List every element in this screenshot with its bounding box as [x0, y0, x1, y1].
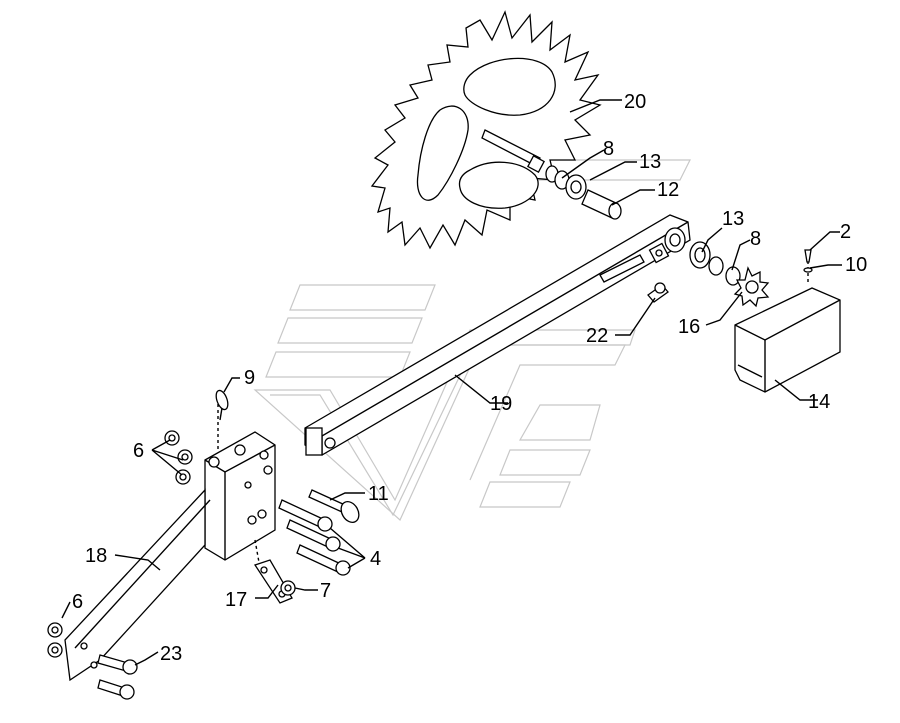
callout-22: 22	[586, 325, 608, 347]
leader-lines	[61, 99, 842, 666]
callout-18: 18	[85, 545, 107, 567]
fasteners-lower	[47, 622, 138, 700]
plate-part-17	[253, 539, 296, 604]
callout-19: 19	[490, 393, 512, 415]
callout-20: 20	[624, 91, 646, 113]
pin-part-11	[308, 489, 360, 523]
bracket-part-18	[64, 398, 276, 682]
callout-6-lower: 6	[72, 591, 83, 613]
callout-11: 11	[368, 483, 389, 505]
pin-part-9	[215, 389, 229, 421]
callout-7: 7	[320, 580, 331, 602]
callout-8-upper: 8	[603, 138, 614, 160]
callout-17: 17	[225, 589, 247, 611]
bolt-part-22	[647, 282, 669, 303]
star-wheel-part-20	[370, 10, 602, 250]
callout-12: 12	[657, 179, 679, 201]
callout-2: 2	[840, 221, 851, 243]
arm-part-19	[304, 214, 691, 456]
callout-23: 23	[160, 643, 182, 665]
callout-14: 14	[808, 391, 830, 413]
cover-part-14	[734, 249, 841, 393]
callout-labels: 20 8 13 12 13 8 2 10 16 22 14 9 19 6 11 …	[72, 91, 867, 665]
nuts-part-6-upper	[164, 430, 193, 485]
callout-9: 9	[244, 367, 255, 389]
callout-8-right: 8	[750, 228, 761, 250]
callout-16: 16	[678, 316, 700, 338]
callout-10: 10	[845, 254, 867, 276]
callout-13-upper: 13	[639, 151, 661, 173]
hub-parts-right	[689, 241, 770, 308]
bolts-part-4	[278, 499, 351, 576]
callout-6-upper: 6	[133, 440, 144, 462]
callout-13-right: 13	[722, 208, 744, 230]
hub-parts-upper	[545, 165, 622, 220]
callout-4: 4	[370, 548, 381, 570]
